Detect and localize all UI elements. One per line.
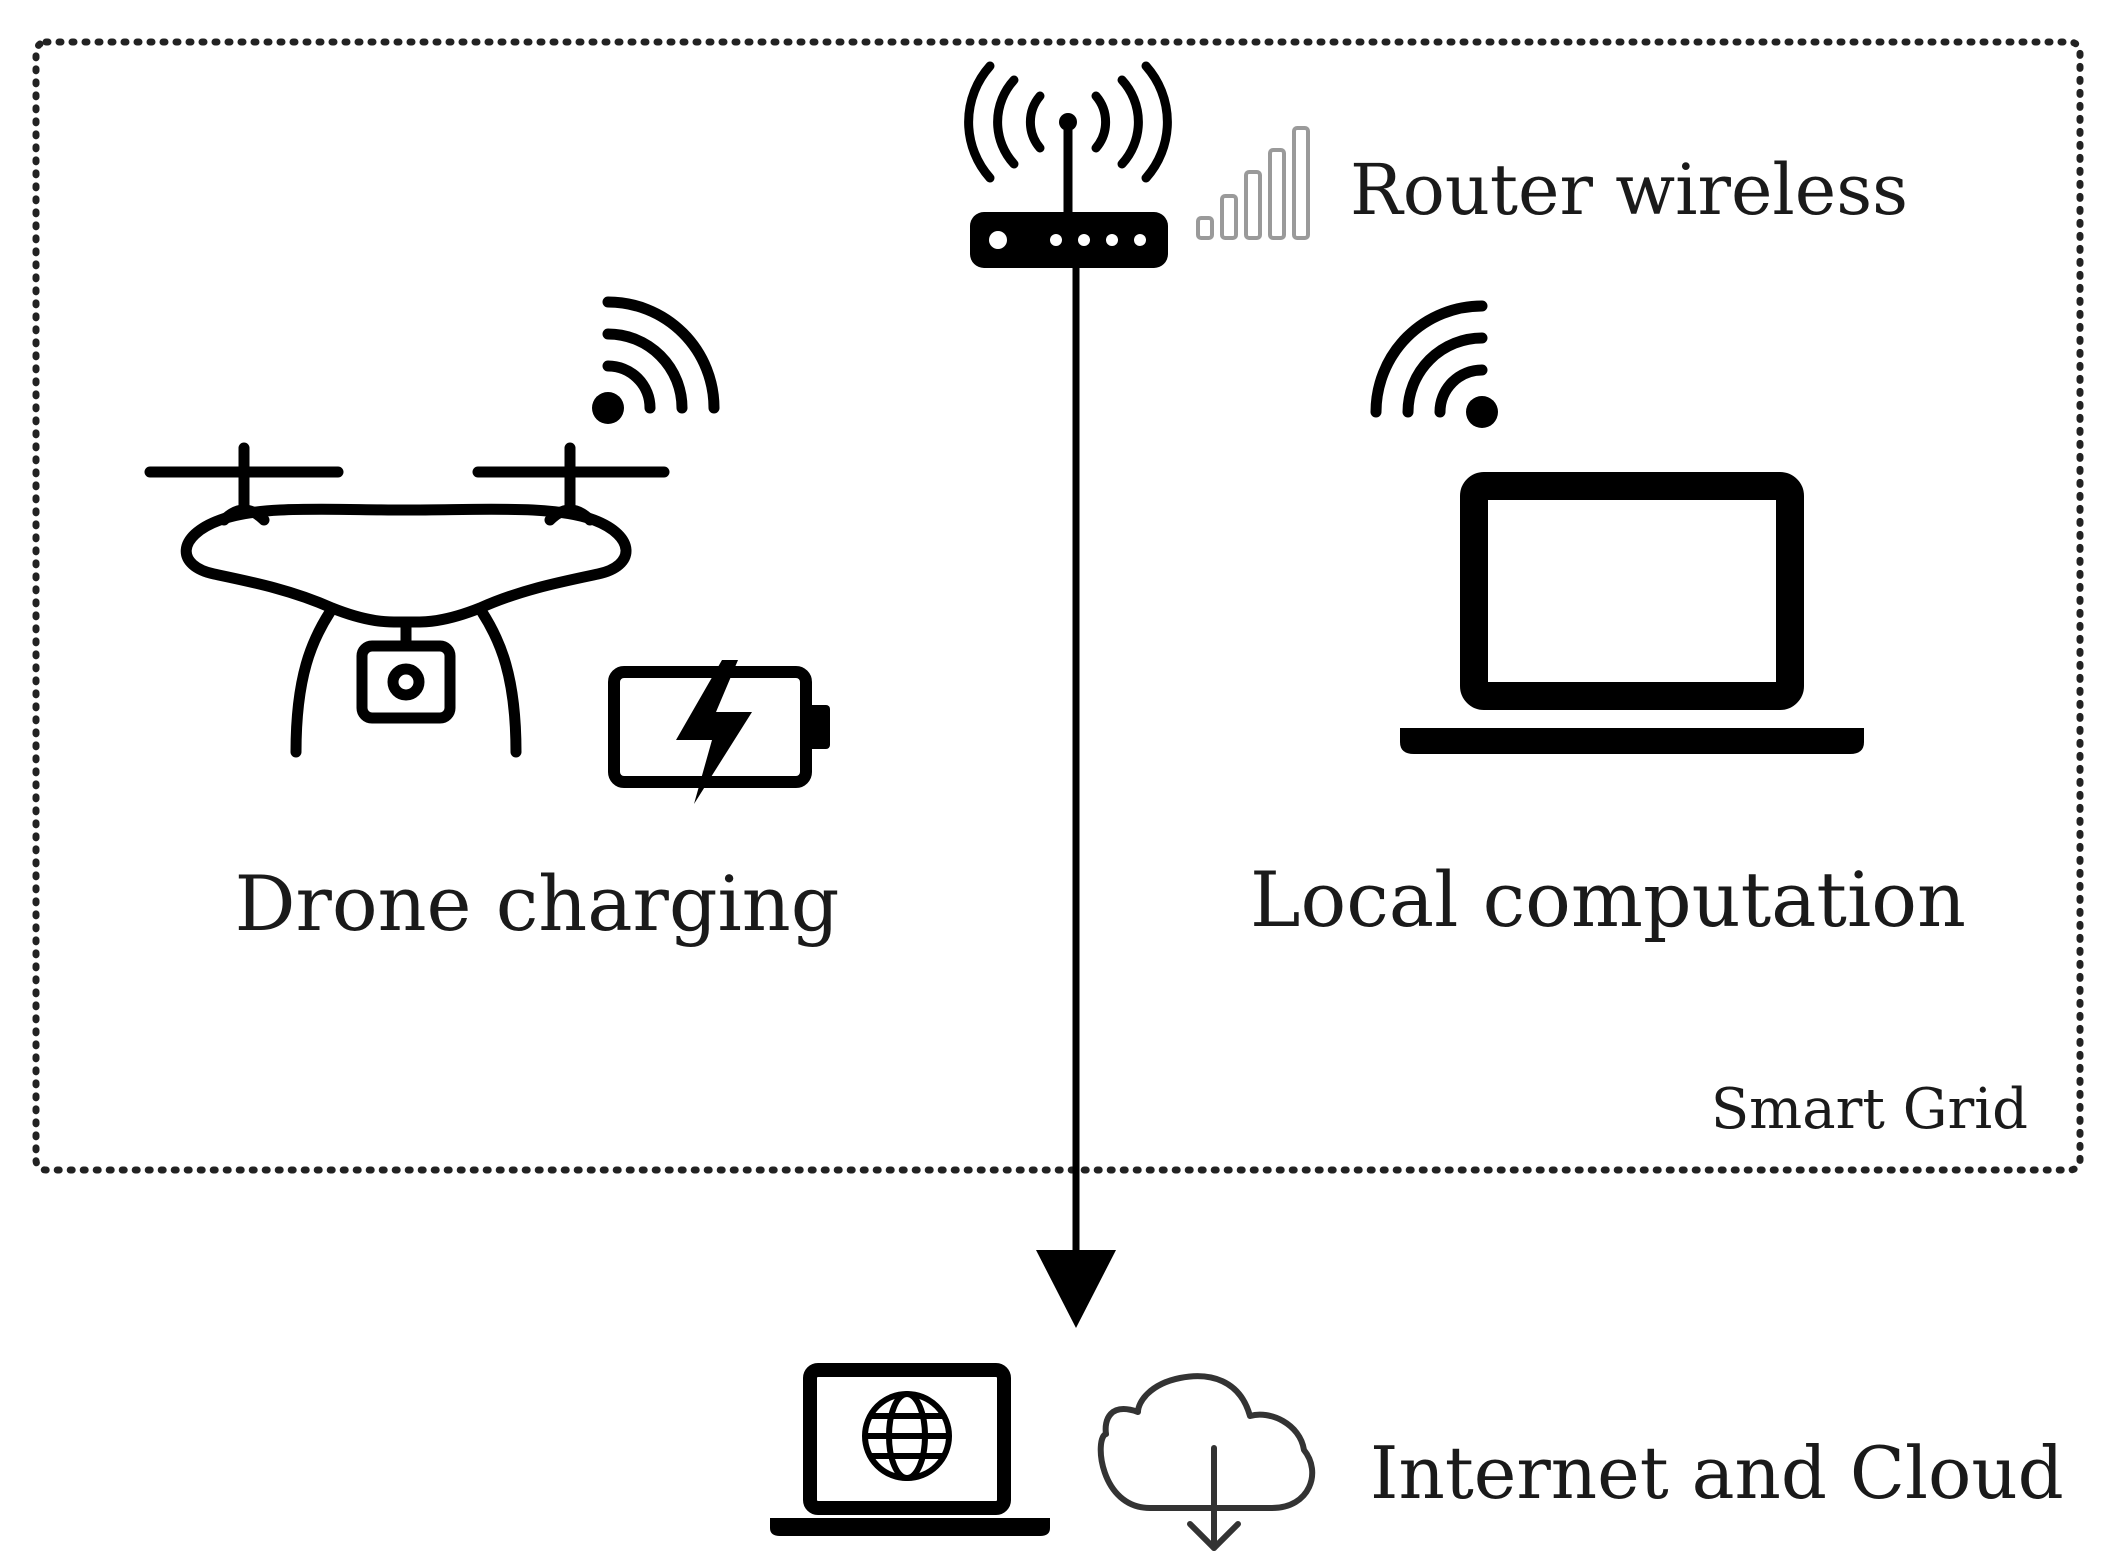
laptop-wifi-icon (1370, 300, 1498, 428)
drone-wifi-icon (592, 296, 720, 424)
cloud-download-icon (1097, 1373, 1316, 1551)
battery-charging-icon (608, 660, 830, 804)
router-icon (964, 61, 1172, 268)
smart-grid-boundary (32, 38, 2084, 1174)
laptop-label: Local computation (1250, 855, 1966, 944)
cloud-label: Internet and Cloud (1370, 1431, 2064, 1515)
drone-label: Drone charging (235, 859, 840, 948)
drone-icon (144, 442, 670, 758)
smart-grid-label: Smart Grid (1711, 1077, 2028, 1142)
internet-laptop-icon (770, 1363, 1050, 1536)
router-to-cloud-arrow (1036, 268, 1116, 1328)
signal-bars-icon (1196, 126, 1310, 240)
globe-icon (862, 1391, 952, 1481)
laptop-icon (1400, 472, 1864, 754)
router-label: Router wireless (1350, 149, 1908, 231)
